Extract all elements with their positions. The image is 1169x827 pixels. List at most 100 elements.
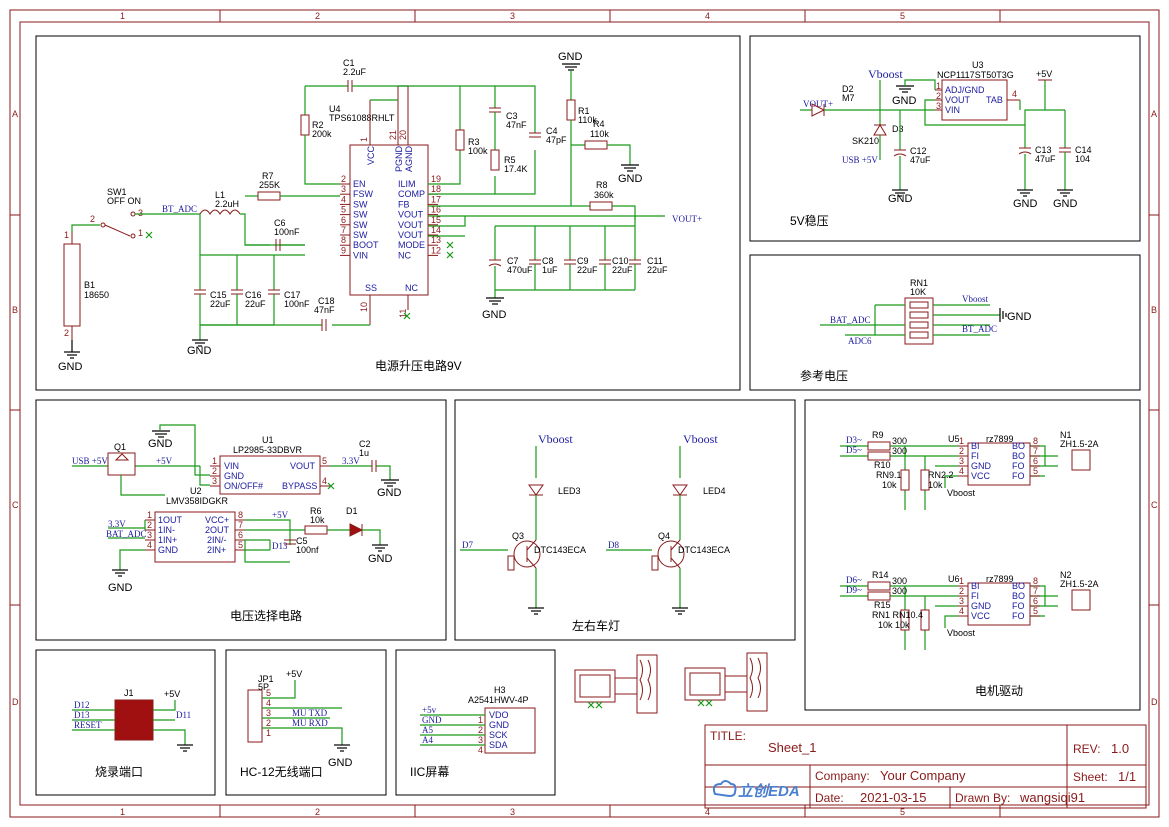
reg5v-section [749, 35, 1141, 242]
jp1-pin3: 3 [266, 708, 271, 718]
motor-driver-u5 [840, 441, 1091, 510]
pin-number: 1 [959, 576, 964, 586]
c8-ref: C8 [542, 256, 554, 266]
pin-number: 8 [1033, 576, 1038, 586]
c3-value: 47nF [506, 120, 527, 130]
u4-pin10: 10 [359, 302, 369, 312]
r10-value: 300 [892, 446, 907, 456]
c11-value: 22uF [647, 265, 668, 275]
p5v-net: +5V [164, 689, 180, 699]
transistor-q3 [513, 540, 541, 568]
pin-label: VOUT [398, 210, 424, 220]
u2-pin5: 5 [238, 540, 243, 550]
resistor-r5 [490, 149, 500, 171]
d5-net: D5~ [846, 445, 862, 455]
u2-pin2: 2 [147, 520, 152, 530]
r4-ref: R4 [593, 119, 605, 129]
q1-ref: Q1 [114, 442, 126, 452]
r9-value: 300 [892, 436, 907, 446]
iic-net-sda: A4 [422, 735, 433, 745]
pin-label: BI [971, 441, 980, 451]
u2-pin8: 8 [238, 510, 243, 520]
pin-label: BO [1012, 581, 1025, 591]
pin-number: 3 [341, 184, 346, 194]
connector-jp1 [247, 689, 263, 743]
motor-driver-u6 [840, 581, 1091, 650]
pin-label: ILIM [398, 179, 416, 189]
q4-ref: Q4 [658, 531, 670, 541]
u2-value: LMV358IDGKR [166, 496, 229, 506]
pin-label: BO [1012, 441, 1025, 451]
c12-ref: C12 [910, 146, 927, 156]
vsel-section [35, 399, 447, 641]
u2-pin1: 1 [147, 510, 152, 520]
sw1-value: OFF ON [107, 196, 141, 206]
pin-label: FB [398, 199, 410, 209]
u3-pin3-label: VIN [945, 105, 960, 115]
gnd-label: GND [377, 487, 402, 499]
u4-ss: SS [365, 283, 377, 293]
led-led4 [672, 484, 688, 496]
u4-vcc: VCC [366, 145, 376, 165]
boost-section [35, 35, 741, 391]
ic-u2 [154, 511, 236, 563]
u1-pin1: 1 [212, 456, 217, 466]
u2-pin4: 4 [147, 540, 152, 550]
r2-value: 200k [312, 129, 332, 139]
jp1-pin5: 5 [266, 688, 271, 698]
u1-gnd: GND [224, 471, 245, 481]
gnd-label: GND [58, 361, 83, 373]
u2-pin7: 7 [238, 520, 243, 530]
u1-pin4: 4 [322, 476, 327, 486]
txd-net: MU TXD [292, 708, 328, 718]
q3-value: DTC143ECA [534, 545, 586, 555]
r4-value: 110k [590, 129, 609, 139]
gnd-label: GND [148, 438, 173, 450]
c17-value: 100nF [284, 299, 310, 309]
v33-net: 3.3V [342, 456, 360, 466]
c7-value: 470uF [507, 265, 533, 275]
pin-label: FI [971, 451, 979, 461]
v33b-net: 3.3V [108, 519, 126, 529]
sw1-pin2: 2 [90, 214, 95, 224]
d9-net: D9~ [846, 585, 862, 595]
pin-label: FO [1012, 471, 1025, 481]
connector-j1 [114, 699, 154, 741]
usb-5v-net: USB +5V [842, 155, 878, 165]
c2-value: 1u [359, 448, 369, 458]
jp1-pin1: 1 [266, 728, 271, 738]
jp1-value: 5P [258, 682, 269, 692]
rn9-ref: RN9.1 [876, 470, 902, 480]
u4-agnd: AGND [404, 145, 414, 172]
c11-ref: C11 [647, 256, 663, 266]
d3-value: SK210 [852, 136, 879, 146]
pin-label: SW [353, 230, 368, 240]
gnd-label: GND [1007, 311, 1032, 323]
jp1-pin4: 4 [266, 698, 271, 708]
gnd-label: GND [1053, 198, 1078, 210]
c6-value: 100nF [274, 227, 300, 237]
adc6-net: ADC6 [848, 336, 872, 346]
lceda-logo: 立创EDA [712, 780, 800, 800]
pin-label: VOUT [398, 220, 424, 230]
pin-number: 12 [431, 245, 441, 255]
gnd-label: GND [187, 345, 212, 357]
sheet-title: Sheet_1 [768, 740, 816, 755]
u2-ref: U2 [190, 486, 202, 496]
h3-pin3-label: SCK [489, 730, 508, 740]
p5v-net: +5V [286, 669, 302, 679]
c5-ref: C5 [296, 536, 308, 546]
ic-u4 [349, 144, 429, 296]
pin-number: 19 [431, 174, 441, 184]
col-label: 4 [705, 807, 710, 817]
b1-value: 18650 [84, 290, 109, 300]
u2-pin6: 6 [238, 530, 243, 540]
iic-net-gnd: GND [422, 715, 442, 725]
title-block [704, 724, 1147, 809]
h3-pin4: 4 [478, 745, 483, 755]
r15-value: 300 [892, 586, 907, 596]
section-title-burn: 烧录端口 [95, 765, 143, 779]
gnd-label: GND [108, 582, 133, 594]
gnd-label: GND [892, 95, 917, 107]
col-label: 2 [315, 807, 320, 817]
